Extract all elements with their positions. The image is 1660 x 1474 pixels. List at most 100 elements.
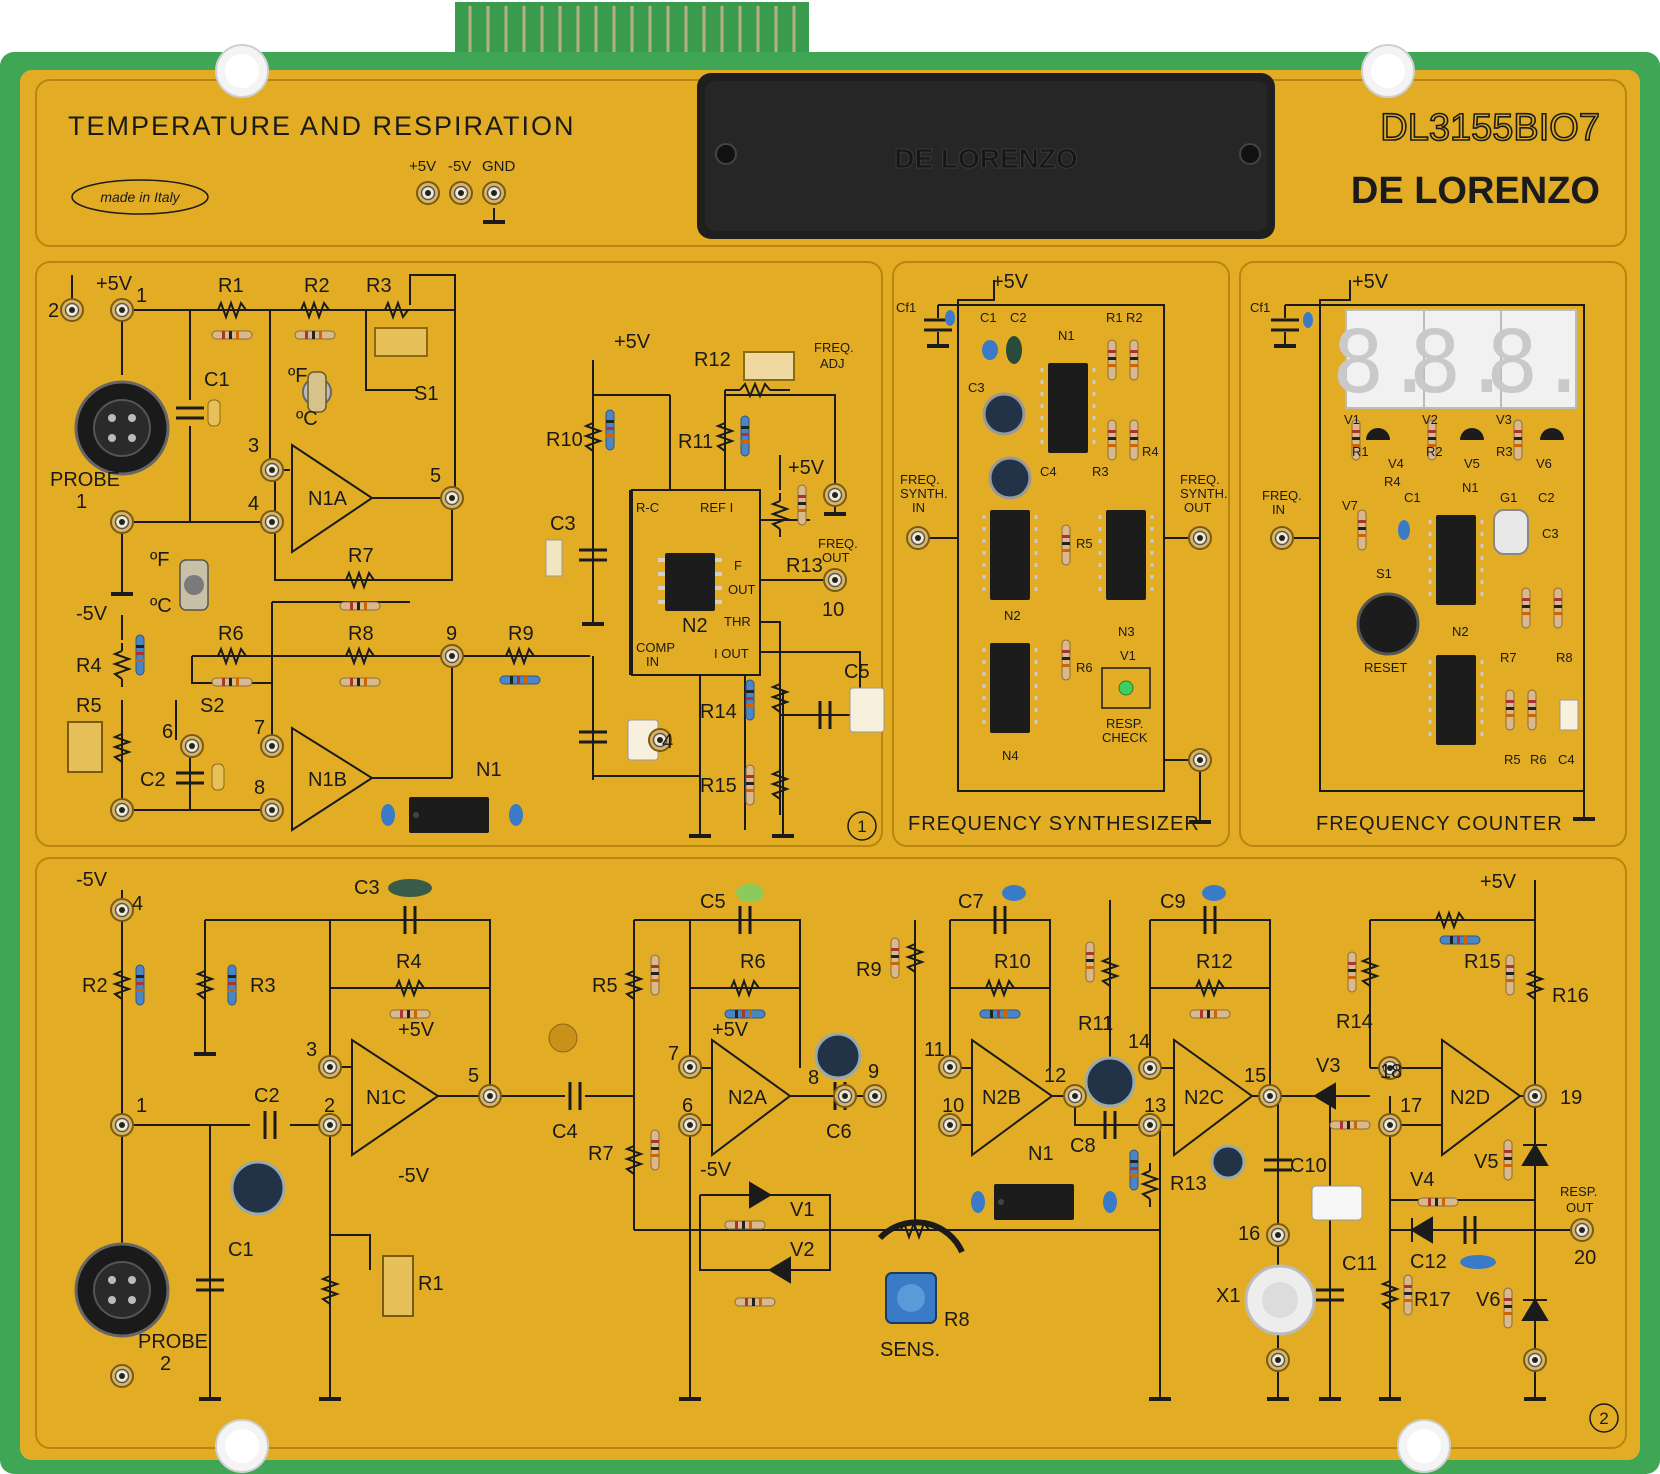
test-terminal[interactable]: [1266, 1223, 1290, 1247]
circuit-component: [724, 1009, 766, 1019]
test-terminal[interactable]: [906, 526, 930, 550]
mounting-post: [1361, 44, 1415, 98]
test-terminal[interactable]: [1378, 1113, 1402, 1137]
silkscreen-label-r1: R1: [418, 1273, 444, 1295]
circuit-component: [979, 1009, 1021, 1019]
silkscreen-label-m5c: -5V: [700, 1159, 732, 1181]
silkscreen-label-n1c: N1C: [366, 1087, 406, 1109]
circuit-component: [1503, 1139, 1513, 1181]
test-terminal[interactable]: [1523, 1348, 1547, 1372]
circuit-component: [1503, 1287, 1513, 1329]
silkscreen-label-adj: ADJ: [820, 356, 845, 371]
test-terminal[interactable]: [260, 458, 284, 482]
test-terminal[interactable]: [863, 1084, 887, 1108]
test-terminal[interactable]: [110, 1113, 134, 1137]
test-terminal[interactable]: [1258, 1084, 1282, 1108]
silkscreen-label-r3: R3: [1092, 464, 1109, 479]
circuit-component: [1040, 361, 1096, 455]
reset-button[interactable]: [1356, 592, 1420, 656]
test-terminal[interactable]: [318, 1113, 342, 1137]
test-terminal[interactable]: [60, 298, 84, 322]
silkscreen-label-r5: R5: [1076, 536, 1093, 551]
made-in-italy: made in Italy: [100, 189, 180, 205]
test-terminal[interactable]: [823, 483, 847, 507]
test-terminal[interactable]: [1063, 1084, 1087, 1108]
test-terminal[interactable]: [180, 734, 204, 758]
silkscreen-label-resp: RESP.: [1560, 1184, 1597, 1199]
test-terminal[interactable]: [110, 510, 134, 534]
frequency-synthesizer: +5V Cf1 C1 C2 R1 R2 N1 C3 C4 R3 R4 R5 R6…: [896, 271, 1228, 835]
silkscreen-label-p5a: +5V: [398, 1019, 435, 1041]
silkscreen-label-c8: C8: [1070, 1135, 1096, 1157]
test-terminal[interactable]: [440, 644, 464, 668]
circuit-component: [1505, 689, 1515, 731]
silkscreen-label-c6: C6: [826, 1121, 852, 1143]
silkscreen-label-v1: V1: [1344, 412, 1360, 427]
silkscreen-label-r6: R6: [1076, 660, 1093, 675]
silkscreen-label-r10: R10: [546, 429, 583, 451]
silkscreen-label-r14: R14: [1336, 1011, 1373, 1033]
power-terminal-gnd[interactable]: [482, 181, 506, 205]
silkscreen-label-r5: R5: [76, 695, 102, 717]
circuit-component: [1098, 508, 1154, 602]
test-terminal[interactable]: [110, 798, 134, 822]
silkscreen-label-n1: N1: [1028, 1143, 1054, 1165]
test-terminal[interactable]: [823, 568, 847, 592]
silkscreen-label-f: F: [734, 558, 742, 573]
power-label-m5: -5V: [448, 158, 471, 175]
test-terminal[interactable]: [1138, 1113, 1162, 1137]
silkscreen-label-ref: REF I: [700, 500, 733, 515]
test-terminal[interactable]: [1270, 526, 1294, 550]
silkscreen-label-reset: RESET: [1364, 660, 1407, 675]
test-terminal[interactable]: [1188, 748, 1212, 772]
test-terminal[interactable]: [833, 1084, 857, 1108]
circuit-component: [745, 679, 755, 721]
test-terminal[interactable]: [1523, 1084, 1547, 1108]
silkscreen-label-c4: 4: [662, 731, 673, 753]
circuit-component: [1428, 513, 1484, 607]
silkscreen-label-out: OUT: [728, 582, 756, 597]
test-terminal[interactable]: [318, 1055, 342, 1079]
test-terminal[interactable]: [938, 1113, 962, 1137]
silkscreen-label-r4: R4: [1142, 444, 1159, 459]
power-terminal-m5[interactable]: [449, 181, 473, 205]
silkscreen-label-c4: C4: [1558, 752, 1575, 767]
silkscreen-label-r2: R2: [1426, 444, 1443, 459]
board-title: TEMPERATURE AND RESPIRATION: [68, 111, 576, 141]
test-terminal[interactable]: [678, 1055, 702, 1079]
power-terminal-p5[interactable]: [416, 181, 440, 205]
silkscreen-label-t5: 5: [468, 1065, 479, 1087]
circuit-component: [1129, 339, 1139, 381]
test-terminal[interactable]: [260, 798, 284, 822]
silkscreen-label-t3: 3: [248, 435, 259, 457]
test-terminal[interactable]: [478, 1084, 502, 1108]
circuit-component: [1505, 954, 1515, 996]
test-terminal[interactable]: [110, 898, 134, 922]
test-terminal[interactable]: [1188, 526, 1212, 550]
test-terminal[interactable]: [678, 1113, 702, 1137]
silkscreen-label-iout: I OUT: [714, 646, 749, 661]
test-terminal[interactable]: [260, 510, 284, 534]
test-terminal[interactable]: [110, 298, 134, 322]
silkscreen-label-in2: SYNTH.: [900, 486, 948, 501]
circuit-component: [135, 634, 145, 676]
circuit-component: [1329, 1120, 1371, 1130]
test-terminal[interactable]: [440, 486, 464, 510]
silkscreen-label-t9: 9: [868, 1061, 879, 1083]
circuit-component: [409, 797, 489, 833]
silkscreen-label-m5: -5V: [76, 603, 108, 625]
silkscreen-label-v2: V2: [1422, 412, 1438, 427]
silkscreen-label-t2: 2: [324, 1095, 335, 1117]
test-terminal[interactable]: [1138, 1056, 1162, 1080]
test-terminal[interactable]: [1570, 1218, 1594, 1242]
circuit-component: [890, 937, 900, 979]
silkscreen-label-v1: V1: [1120, 648, 1136, 663]
silkscreen-label-c3: C3: [1542, 526, 1559, 541]
silkscreen-label-n2b: N2B: [982, 1087, 1021, 1109]
silkscreen-label-r11: R11: [1078, 1013, 1113, 1035]
silkscreen-label-t19: 19: [1560, 1087, 1582, 1109]
test-terminal[interactable]: [110, 1364, 134, 1388]
test-terminal[interactable]: [1266, 1348, 1290, 1372]
silkscreen-label-t1: 1: [136, 285, 147, 307]
